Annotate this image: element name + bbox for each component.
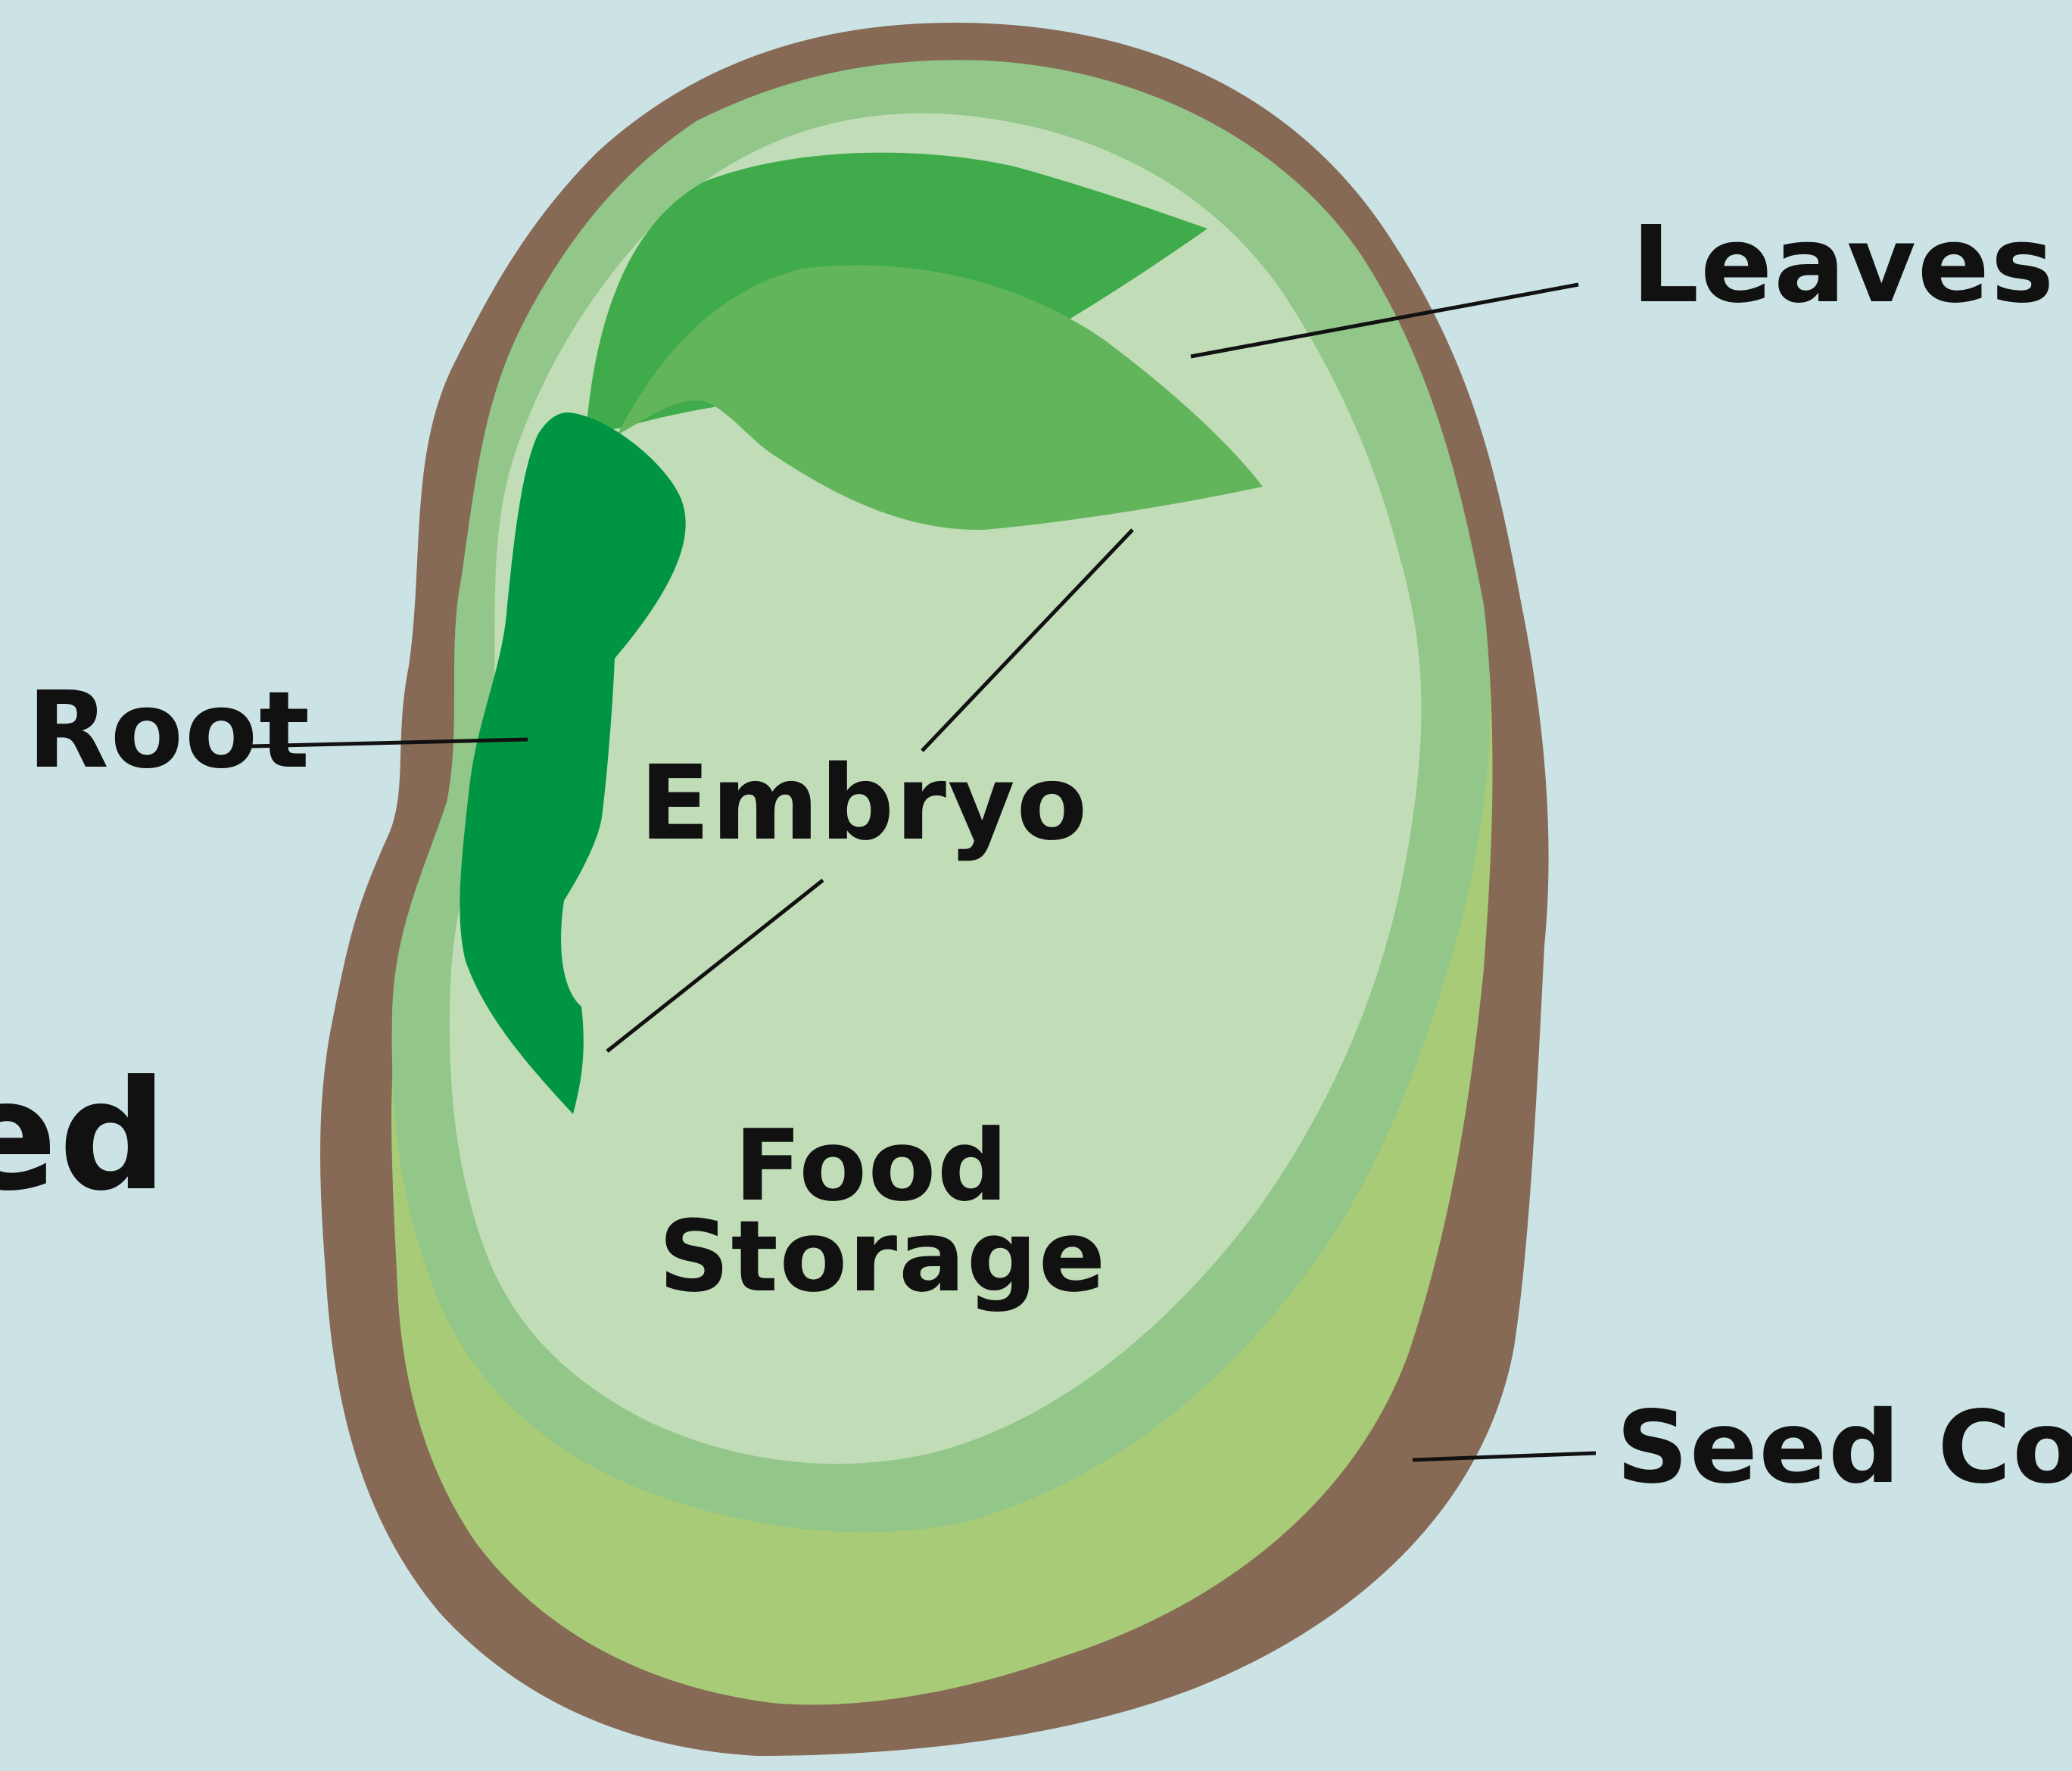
label-root: Root [27,669,311,792]
label-leaves: Leaves [1631,204,2055,327]
label-seed-coat: Seed Coat [1616,1390,2072,1506]
label-embryo: Embryo [640,744,1089,864]
label-partial-left: ed [0,1048,169,1225]
label-food-storage-line2: Storage [659,1199,1107,1314]
